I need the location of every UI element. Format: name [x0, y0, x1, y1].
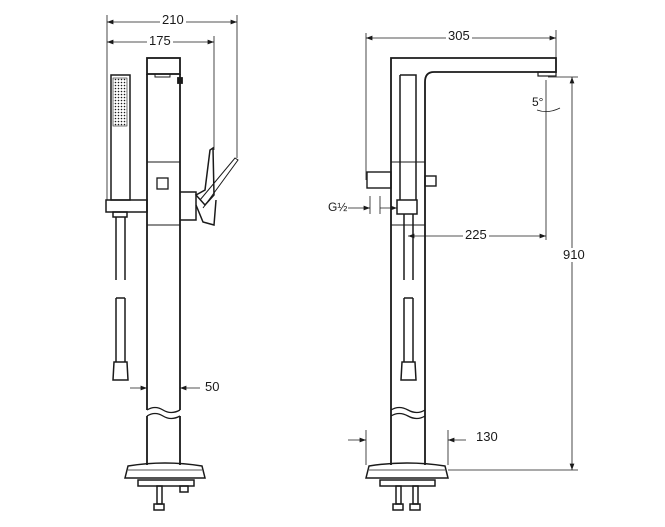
front-base — [365, 462, 449, 511]
hand-shower — [105, 74, 148, 381]
dim-spout-reach: 305 — [446, 28, 472, 43]
dim-spout-offset: 225 — [463, 227, 489, 242]
dim-angle: 5° — [532, 95, 544, 109]
dim-overall-width: 210 — [160, 12, 186, 27]
side-dimension-lines — [106, 15, 238, 391]
front-hand-shower — [396, 74, 418, 381]
column — [146, 57, 183, 465]
dim-connection: G½ — [328, 200, 348, 214]
side-view — [105, 15, 239, 511]
dim-lever-width: 175 — [147, 33, 173, 48]
base — [124, 462, 206, 511]
column-and-spout — [366, 57, 557, 465]
mixer-lever — [180, 146, 239, 226]
front-view — [348, 30, 578, 511]
front-dimension-lines — [348, 30, 578, 471]
dim-base: 130 — [476, 429, 498, 444]
dim-height: 910 — [561, 247, 587, 262]
dim-column: 50 — [205, 379, 220, 394]
